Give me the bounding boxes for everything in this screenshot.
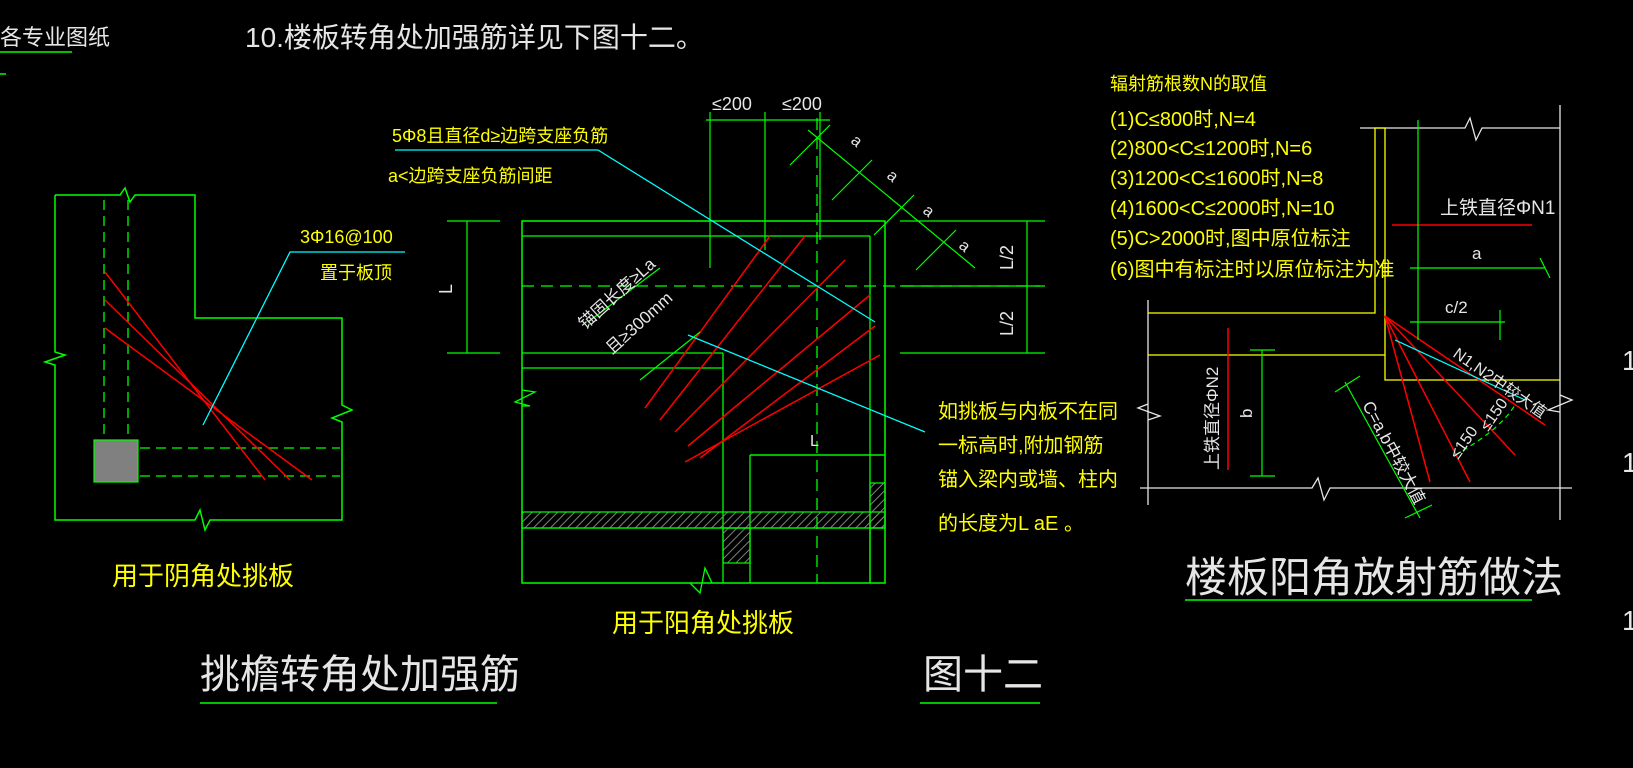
left-rebar-label: 3Φ16@100 (300, 227, 393, 247)
label-150b: ≤150 (1477, 395, 1511, 434)
side-note-line-2: 一标高时,附加钢筋 (938, 434, 1104, 457)
right-yellow-beam (1148, 127, 1560, 381)
dim-l-half-2: L/2 (997, 311, 1017, 336)
left-outline (42, 186, 354, 533)
label-a: a (1472, 244, 1482, 263)
side-note-line-3: 锚入梁内或墙、柱内 (938, 468, 1118, 491)
middle-outer-rect (521, 220, 886, 584)
rule-3: (3)1200<C≤1600时,N=8 (1110, 167, 1323, 190)
left-rebar-location: 置于板顶 (320, 263, 392, 283)
side-note-line-1: 如挑板与内板不在同 (938, 400, 1118, 423)
left-column (93, 439, 139, 483)
header-note-10: 10.楼板转角处加强筋详见下图十二。 (245, 22, 704, 53)
right-dim-a-t (1539, 257, 1551, 279)
right-dim-c-diag (1344, 381, 1421, 519)
spacing-a-1: a (847, 132, 865, 151)
dim-l-inner: L (810, 433, 819, 450)
label-c-formula: C=a,b中较大值 (1358, 398, 1428, 507)
dim-l-left: L (436, 284, 456, 294)
middle-hatch-col (722, 527, 751, 564)
dim-diag-tick-4 (915, 229, 957, 271)
right-rebar-rad-1 (1384, 315, 1546, 426)
middle-rebar-5 (699, 325, 876, 459)
middle-bottom-break (689, 565, 713, 595)
dim-diag-tick-2 (831, 159, 873, 201)
dim-l-half-1: L/2 (997, 245, 1017, 270)
dim-diag-tick-3 (873, 194, 915, 236)
spacing-a-2: a (883, 167, 901, 186)
rebar-note-2: a<边跨支座负筋间距 (388, 166, 553, 186)
section-title-left: 挑檐转角处加强筋 (200, 653, 520, 697)
label-n1: 上铁直径ΦN1 (1440, 197, 1555, 219)
rule-4: (4)1600<C≤2000时,N=10 (1110, 197, 1334, 220)
middle-rebar-1 (644, 235, 771, 409)
middle-hatch-beam (521, 511, 886, 529)
right-outline-bottom (1140, 476, 1572, 502)
middle-rebar-4 (687, 294, 871, 447)
left-detail: 3Φ16@100 置于板顶 用于阴角处挑板 (42, 186, 405, 591)
edge-mark-3: 1 (1622, 605, 1633, 636)
right-outline-left-break (1136, 403, 1162, 421)
dim-diag-line (807, 129, 976, 269)
figure-label: 图十二 (923, 653, 1043, 697)
rule-5: (5)C>2000时,图中原位标注 (1110, 227, 1351, 250)
middle-hatch-corner (869, 482, 886, 529)
left-caption: 用于阴角处挑板 (112, 561, 294, 591)
right-outline-right-break (1545, 394, 1574, 413)
spacing-a-3: a (919, 202, 937, 221)
middle-rebar-3 (674, 259, 846, 433)
anchor-dim-line (587, 267, 661, 323)
right-outline-top (1360, 116, 1560, 142)
edge-mark-1: 1 (1622, 345, 1633, 376)
header-left-fragment: 各专业图纸 (0, 25, 110, 50)
left-rebar-2 (104, 299, 291, 481)
right-detail: 辐射筋根数N的取值 (1)C≤800时,N=4 (2)800<C≤1200时,N… (1110, 74, 1574, 601)
right-leader-cyan (1394, 339, 1526, 401)
anchor-dim-line-2 (639, 331, 701, 381)
edge-mark-2: 1 (1622, 447, 1633, 478)
right-title: 楼板阳角放射筋做法 (1185, 554, 1563, 601)
side-note-line-4: 的长度为L aE 。 (938, 512, 1084, 535)
middle-left-break (513, 389, 538, 407)
spacing-a-4: a (955, 237, 973, 256)
right-arc-dashed (1454, 404, 1516, 456)
dim-diag-tick-1 (789, 124, 831, 166)
middle-rebar-2 (659, 235, 806, 421)
label-150a: ≤150 (1447, 423, 1481, 462)
rebar-note-1: 5Φ8且直径d≥边跨支座负筋 (392, 126, 608, 146)
middle-rebar-6 (684, 354, 881, 463)
rule-6: (6)图中有标注时以原位标注为准 (1110, 258, 1394, 281)
right-rebar-rad-4 (1384, 315, 1431, 483)
right-dim-c-t1 (1334, 375, 1361, 393)
left-rebar-3 (104, 327, 313, 481)
middle-detail: ≤200 ≤200 a a a a L L/2 L/2 锚固长度≥La (388, 94, 1118, 638)
rule-2: (2)800<C≤1200时,N=6 (1110, 137, 1312, 160)
label-b: b (1237, 409, 1256, 418)
left-leader-line (202, 251, 405, 426)
dim-top-2: ≤200 (782, 94, 822, 114)
middle-caption: 用于阳角处挑板 (612, 608, 794, 638)
dim-top-1: ≤200 (712, 94, 752, 114)
side-note-leader (687, 334, 926, 433)
label-n2: 上铁直径ΦN2 (1203, 367, 1222, 470)
label-c-half: c/2 (1445, 298, 1468, 317)
radial-title: 辐射筋根数N的取值 (1110, 74, 1267, 94)
rebar-note-leader (395, 149, 876, 323)
right-rebar-rad-2 (1384, 315, 1516, 456)
right-dim-c-t2 (1404, 504, 1433, 519)
left-rebar-1 (104, 271, 266, 481)
rule-1: (1)C≤800时,N=4 (1110, 108, 1256, 131)
